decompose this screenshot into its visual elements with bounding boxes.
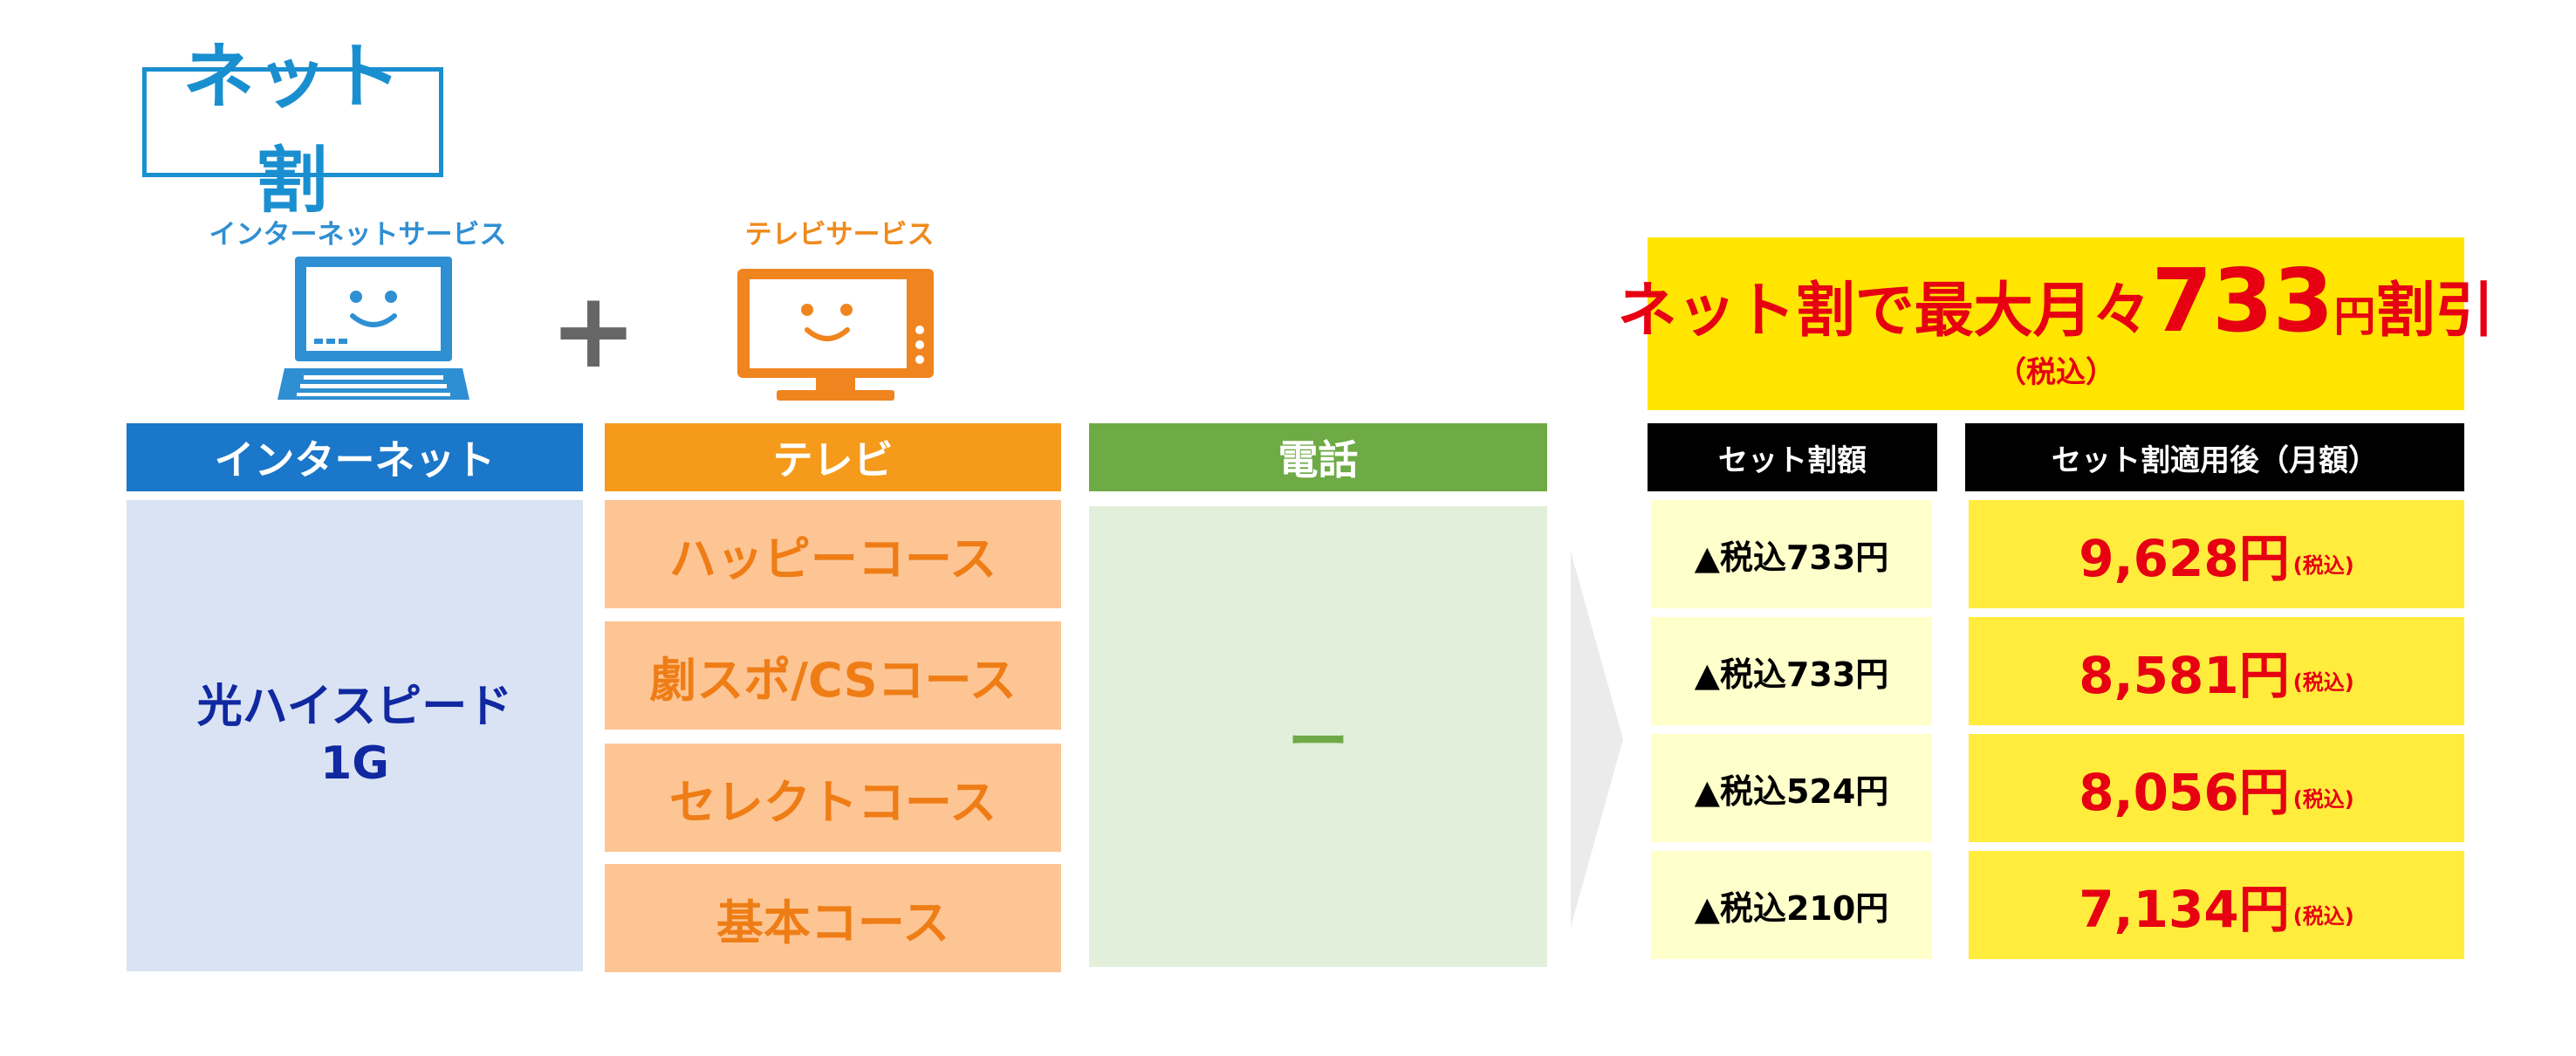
header-phone: 電話 — [1089, 423, 1547, 491]
tv-course-select: セレクトコース — [605, 744, 1061, 852]
discount-cell: ▲税込733円 — [1651, 500, 1932, 608]
price-after-cell: 8,056円(税込) — [1969, 734, 2464, 842]
internet-plan-speed: 1G — [320, 737, 389, 790]
tv-course-sports-cs: 劇スポ/CSコース — [605, 621, 1061, 730]
arrow-right-icon — [1571, 552, 1623, 927]
tax-note: (税込) — [2292, 904, 2354, 929]
internet-plan-cell: 光ハイスピード 1G — [127, 500, 583, 971]
discount-cell: ▲税込733円 — [1651, 617, 1932, 725]
discount-cell: ▲税込210円 — [1651, 851, 1932, 959]
phone-cell: ー — [1089, 506, 1547, 967]
discount-cell: ▲税込524円 — [1651, 734, 1932, 842]
tv-smile-icon — [737, 269, 934, 401]
promo-banner: ネット割で最大月々733円割引 （税込） — [1618, 237, 2494, 410]
net-discount-logo: ネット割 — [142, 36, 443, 223]
promo-suffix: 割引 — [2375, 276, 2495, 346]
internet-plan-name: 光ハイスピード — [196, 681, 513, 733]
promo-tax-note: （税込） — [1997, 354, 2115, 390]
header-tv: テレビ — [605, 423, 1061, 491]
tv-course-basic: 基本コース — [605, 864, 1061, 972]
plus-icon: + — [549, 271, 638, 392]
header-price-after-discount: セット割適用後（月額） — [1965, 423, 2464, 491]
header-set-discount: セット割額 — [1648, 423, 1937, 491]
price-after-cell: 8,581円(税込) — [1969, 617, 2464, 725]
price-amount: 8,056円 — [2079, 763, 2290, 822]
tax-note: (税込) — [2292, 670, 2354, 695]
header-internet: インターネット — [127, 423, 583, 491]
promo-amount: 733 — [2151, 249, 2334, 352]
promo-headline: ネット割で最大月々733円割引 — [1618, 257, 2495, 345]
tax-note: (税込) — [2292, 553, 2354, 578]
price-amount: 9,628円 — [2079, 529, 2290, 588]
laptop-smile-icon — [277, 257, 469, 400]
price-amount: 8,581円 — [2079, 646, 2290, 705]
internet-service-label: インターネットサービス — [209, 219, 507, 250]
tv-course-happy: ハッピーコース — [605, 500, 1061, 608]
price-amount: 7,134円 — [2079, 880, 2290, 939]
tax-note: (税込) — [2292, 787, 2354, 812]
price-after-cell: 7,134円(税込) — [1969, 851, 2464, 959]
promo-prefix: ネット割で最大月々 — [1617, 276, 2152, 346]
price-after-cell: 9,628円(税込) — [1969, 500, 2464, 608]
tv-service-label: テレビサービス — [744, 219, 935, 250]
promo-yen: 円 — [2333, 291, 2376, 341]
